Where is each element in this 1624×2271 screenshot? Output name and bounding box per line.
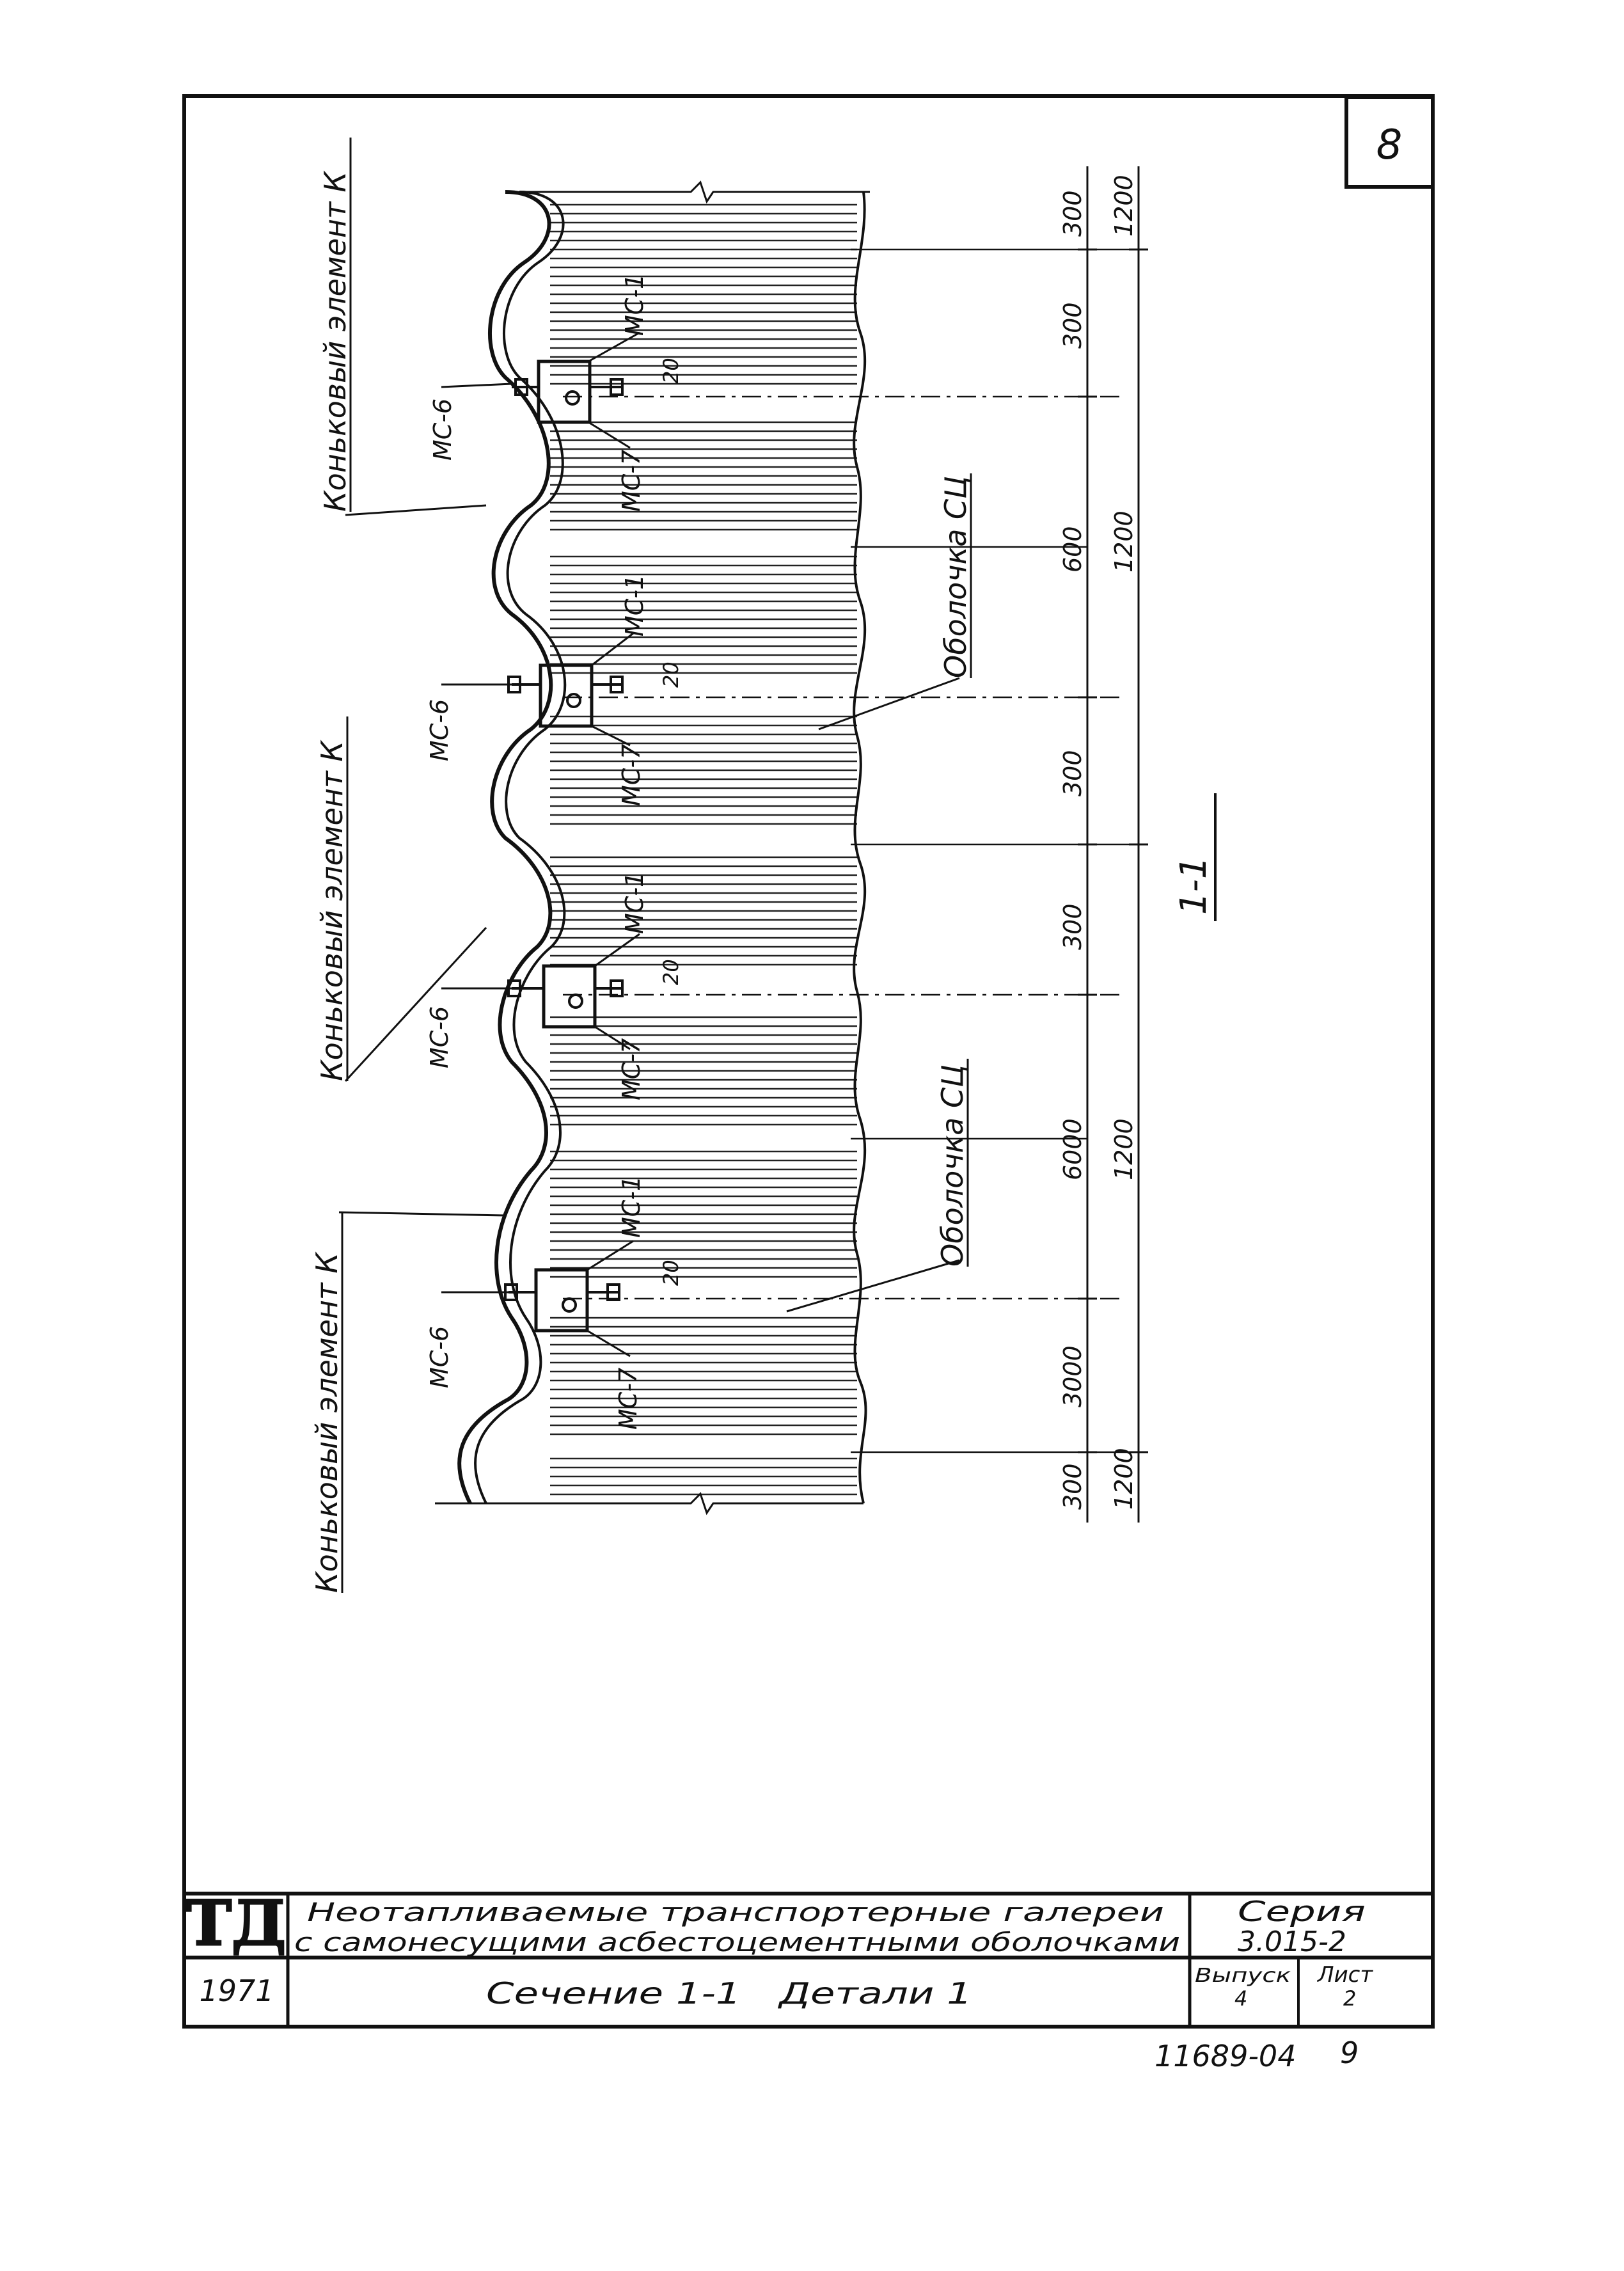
label-ms-7: МС-7 xyxy=(614,1368,642,1430)
footer-page: 9 xyxy=(1340,2036,1359,2070)
sheet-frame xyxy=(182,94,1435,2029)
callouts: Коньковый элемент К Коньковый элемент К … xyxy=(310,138,973,1593)
callout-shell-2: Оболочка СЦ xyxy=(935,1064,970,1267)
label-dim-20: 20 xyxy=(659,358,683,384)
ridge-lines xyxy=(851,248,1145,1453)
leader-lines xyxy=(338,331,960,1357)
label-ms-1: МС-1 xyxy=(617,1176,645,1238)
dimension-chains xyxy=(1078,166,1148,1523)
sheet-number-box xyxy=(1344,95,1435,189)
clamp-block xyxy=(534,1268,589,1333)
break-line-top xyxy=(524,180,870,204)
clamp-block xyxy=(537,360,592,424)
org-logo: ТД xyxy=(186,1887,287,1959)
label-ms-1: МС-1 xyxy=(620,872,649,934)
nut-right xyxy=(610,378,624,396)
axis-lines xyxy=(563,395,1126,1300)
label-dim-20: 20 xyxy=(659,959,683,985)
title-block: ТД Неотапливаемые транспортерные галереи… xyxy=(184,1887,1433,2027)
dim-inner: 300 xyxy=(1059,1463,1087,1510)
bolt-circle xyxy=(562,1297,577,1313)
nut-right xyxy=(610,676,624,693)
dimension-values: 300 300 600 300 300 6000 3000 300 1200 1… xyxy=(1059,175,1138,1510)
dim-outer: 1200 xyxy=(1110,510,1138,573)
issue-value: 4 xyxy=(1234,1986,1247,2011)
dim-inner: 6000 xyxy=(1059,1118,1087,1180)
label-ms-6: МС-6 xyxy=(425,1326,453,1388)
shell-profile-inner xyxy=(474,191,567,1504)
node-2 xyxy=(507,663,624,728)
node-3 xyxy=(507,964,624,1029)
section-mark: 1-1 xyxy=(1173,857,1215,915)
callout-shell-1: Оболочка СЦ xyxy=(938,476,973,678)
dim-inner: 3000 xyxy=(1059,1345,1087,1407)
sheet-subtitle: Сечение 1-1 Детали 1 xyxy=(486,1976,972,2011)
sheet-number: 8 xyxy=(1376,122,1403,169)
year: 1971 xyxy=(199,1974,274,2008)
label-ms-7: МС-7 xyxy=(617,744,645,806)
nut-right xyxy=(606,1283,620,1301)
callout-ridge-bottom: Коньковый элемент К xyxy=(310,1251,344,1593)
label-ms-6: МС-6 xyxy=(425,699,453,761)
node-1 xyxy=(512,360,624,424)
label-ms-1: МС-1 xyxy=(620,574,649,637)
break-line-bottom xyxy=(435,1492,863,1515)
shell-hatching xyxy=(550,203,857,1496)
nut-left xyxy=(514,378,528,396)
label-dim-20: 20 xyxy=(659,1260,683,1286)
issue-label: Выпуск xyxy=(1195,1965,1291,1987)
sheet-label: Лист xyxy=(1316,1962,1373,1988)
label-ms-7: МС-7 xyxy=(617,1038,645,1100)
shell-inner-edge xyxy=(853,191,867,1504)
dim-outer: 1200 xyxy=(1110,1118,1138,1180)
callout-ridge-mid: Коньковый элемент К xyxy=(315,740,349,1081)
bolt-circle xyxy=(566,693,581,708)
org-logo xyxy=(189,1899,283,1955)
node-labels: МС-1 МС-7 МС-6 20 МС-1 МС-7 МС-6 20 МС-1… xyxy=(425,274,683,1430)
label-ms-1: МС-1 xyxy=(620,274,649,336)
shell-profile-outer xyxy=(457,190,553,1505)
clamp-block xyxy=(539,663,594,728)
label-dim-20: 20 xyxy=(659,661,683,688)
dim-inner: 300 xyxy=(1059,903,1087,950)
label-ms-7: МС-7 xyxy=(617,450,645,512)
footer-code: 11689-04 xyxy=(1155,2039,1296,2073)
bolt-circle xyxy=(565,390,580,406)
bolt-circle xyxy=(568,993,583,1009)
title-line-1: Неотапливаемые транспортерные галереи xyxy=(307,1898,1164,1927)
dim-outer: 1200 xyxy=(1110,1448,1138,1510)
series-label: Серия xyxy=(1238,1895,1366,1928)
label-ms-6: МС-6 xyxy=(425,1006,453,1068)
callout-ridge-top: Коньковый элемент К xyxy=(318,170,352,512)
label-ms-6: МС-6 xyxy=(429,399,457,461)
dim-inner: 300 xyxy=(1059,302,1087,349)
title-line-2: с самонесущими асбестоцементными оболочк… xyxy=(294,1928,1180,1958)
dim-inner: 300 xyxy=(1059,190,1087,237)
series-value: 3.015-2 xyxy=(1238,1926,1346,1958)
nut-right xyxy=(610,979,624,997)
sheet-value: 2 xyxy=(1343,1986,1356,2011)
node-4 xyxy=(504,1268,620,1333)
clamp-block xyxy=(542,964,597,1029)
dim-inner: 300 xyxy=(1059,750,1087,796)
dim-outer: 1200 xyxy=(1110,175,1138,237)
dim-inner: 600 xyxy=(1059,526,1087,573)
cross-section-drawing: Коньковый элемент К Коньковый элемент К … xyxy=(310,138,1217,1593)
